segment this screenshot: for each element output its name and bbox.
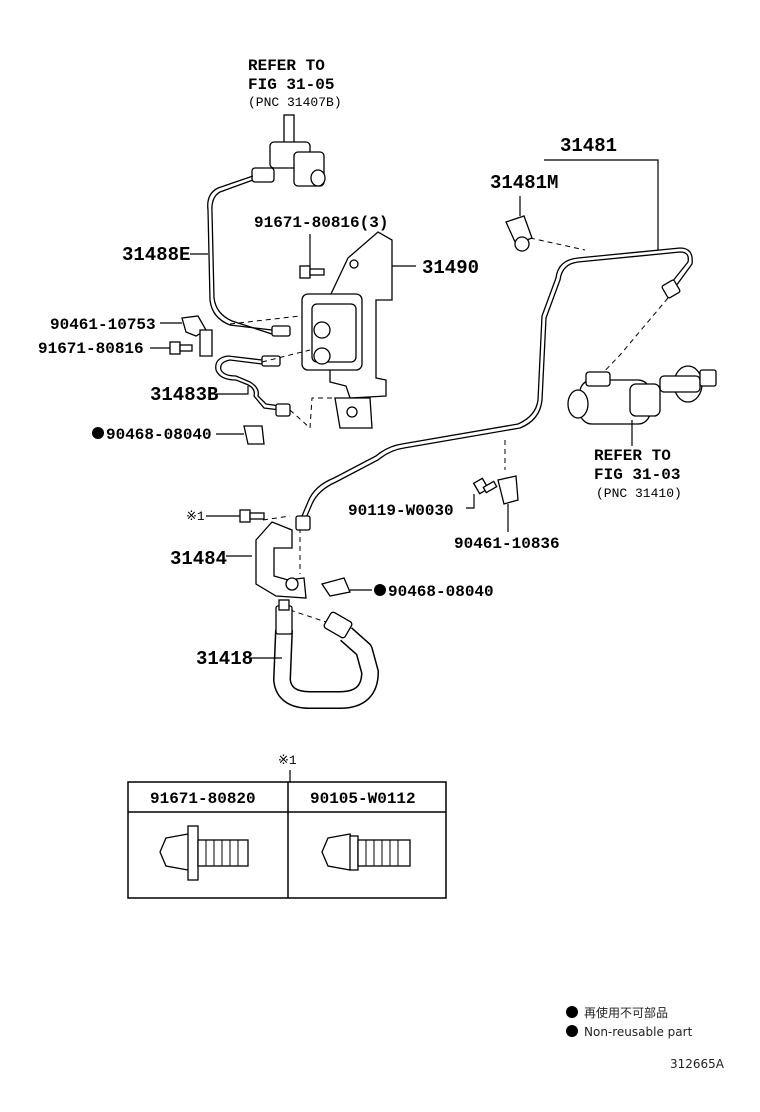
clip-31481m (505, 215, 533, 252)
label-31483b: 31483B (150, 384, 218, 406)
refer-top-line2: FIG 31-05 (248, 76, 334, 94)
bracket-31490 (301, 231, 393, 429)
bolt-91671-80816 (169, 341, 193, 355)
label-31418: 31418 (196, 648, 253, 670)
refer-right-line2: FIG 31-03 (594, 466, 680, 484)
refer-top-line3: (PNC 31407B) (248, 95, 342, 110)
legend-line1: 再使用不可部品 (584, 1005, 668, 1020)
label-91671-80816: 91671-80816 (38, 340, 144, 358)
label-90461-10836: 90461-10836 (454, 535, 560, 553)
label-31481: 31481 (560, 135, 617, 157)
refer-top-line1: REFER TO (248, 57, 325, 75)
table-col1-header: 91671-80820 (150, 790, 256, 808)
legend-line2: Non-reusable part (584, 1025, 693, 1039)
label-31488e: 31488E (122, 244, 190, 266)
pipe-nut-31483b-bot (275, 403, 291, 417)
label-31484: 31484 (170, 548, 227, 570)
bolt-90119-w0030 (472, 477, 498, 495)
flex-hose-31418 (273, 599, 379, 709)
diagram-id: 312665A (670, 1057, 725, 1071)
label-note1: ※1 (186, 509, 205, 524)
clip-90468-08040-b (320, 577, 351, 597)
bolt-variants-table: 91671-80820 90105-W0112 (127, 781, 447, 899)
label-91671-80816-3: 91671-80816(3) (254, 214, 388, 232)
label-90468-08040-b: 90468-08040 (388, 583, 494, 601)
clip-90461-10836 (497, 475, 519, 505)
label-31490: 31490 (422, 257, 479, 279)
nonreusable-dot-b (374, 584, 386, 596)
legend-dot-2 (566, 1025, 578, 1037)
table-marker: ※1 (278, 753, 297, 768)
legend-dot-1 (566, 1006, 578, 1018)
label-90468-08040-a: 90468-08040 (106, 426, 212, 444)
flange-bolt-image (159, 825, 249, 881)
union-fitting (251, 114, 326, 187)
clip-90461-10753 (181, 315, 213, 357)
pipe-nut-upper (271, 325, 291, 337)
bolt-91671-80816-upper (299, 265, 325, 279)
label-90119-w0030: 90119-W0030 (348, 502, 454, 520)
bracket-31484 (255, 521, 307, 599)
refer-right-line3: (PNC 31410) (596, 486, 682, 501)
label-90461-10753: 90461-10753 (50, 316, 156, 334)
table-col2-header: 90105-W0112 (310, 790, 416, 808)
refer-right-line1: REFER TO (594, 447, 671, 465)
label-31481m: 31481M (490, 172, 558, 194)
nonreusable-dot-a (92, 427, 104, 439)
hex-bolt-image (321, 833, 411, 871)
clip-90468-08040-a (243, 425, 265, 445)
pipe-nut-31481-right (661, 279, 681, 299)
bolt-note1 (239, 509, 265, 523)
clutch-master-cylinder (567, 365, 717, 425)
pipe-nut-31481-left (295, 515, 311, 531)
